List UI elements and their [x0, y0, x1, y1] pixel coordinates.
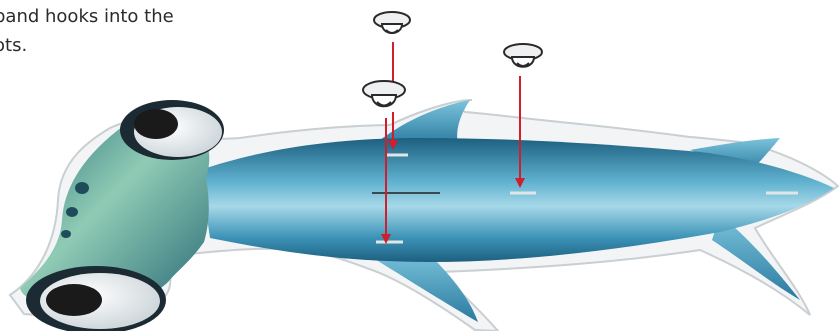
snap-fastener-icon	[374, 12, 410, 33]
snap-fastener-icon	[504, 44, 542, 67]
snap-fastener-icon	[363, 81, 405, 106]
head-spot-1	[75, 182, 89, 194]
eye-top	[120, 100, 224, 160]
eye-bottom	[26, 266, 166, 331]
head-spot-2	[66, 207, 78, 217]
head-spot-3	[61, 230, 71, 238]
shark-figure	[10, 100, 838, 331]
